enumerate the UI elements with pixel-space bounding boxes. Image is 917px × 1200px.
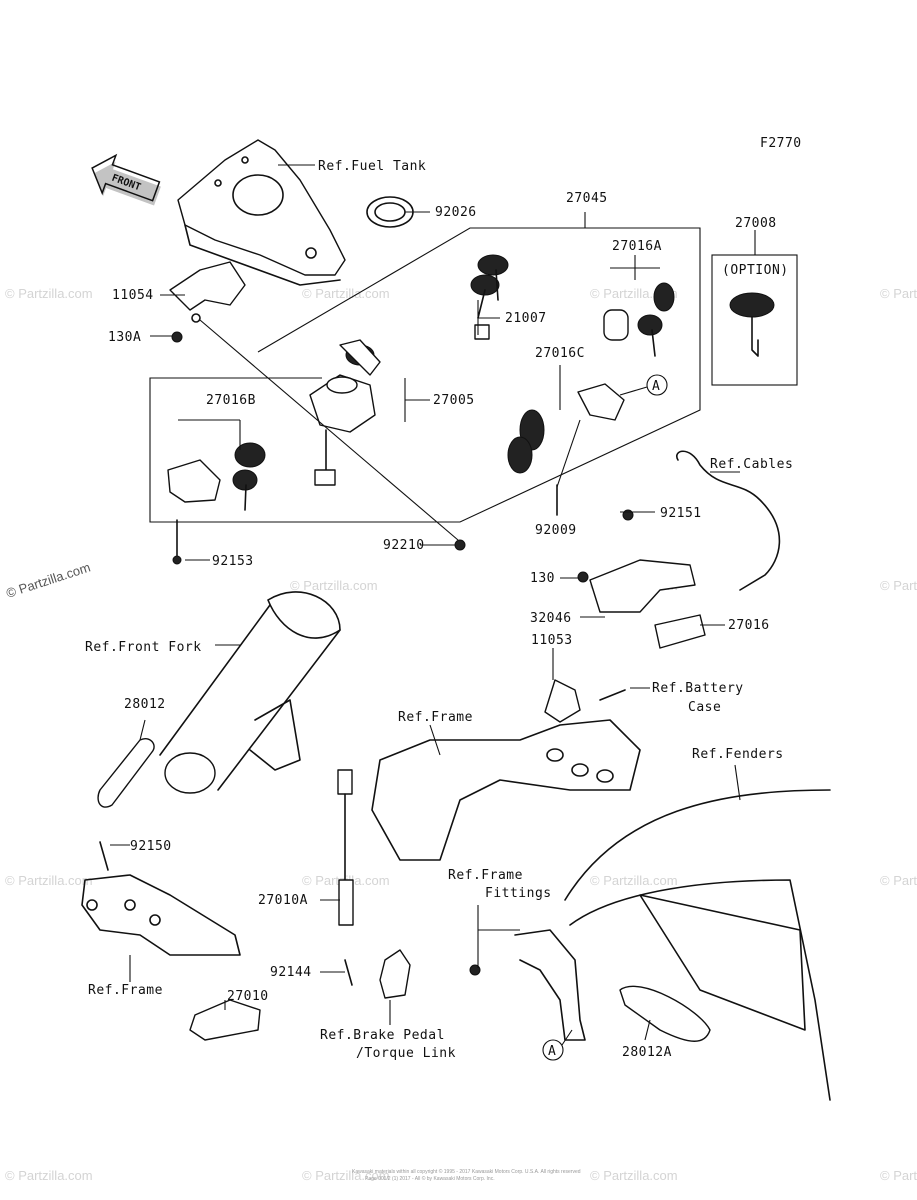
label-option: (OPTION) — [722, 263, 789, 278]
bolt-92210 — [454, 539, 466, 551]
label-ref-fuel-tank: Ref.Fuel Tank — [318, 159, 426, 174]
label-28012A: 28012A — [622, 1045, 672, 1060]
ignition-switch — [309, 339, 381, 486]
label-27005: 27005 — [433, 393, 475, 408]
label-92150: 92150 — [130, 839, 172, 854]
label-11054: 11054 — [112, 288, 154, 303]
label-92144: 92144 — [270, 965, 312, 980]
labels: Ref.Fuel Tank 92026 27045 27008 (OPTION)… — [85, 159, 793, 1061]
front-arrow-icon: FRONT — [91, 153, 161, 206]
frame-lower-left — [81, 841, 241, 956]
label-32046: 32046 — [530, 611, 572, 626]
label-ref-battery: Ref.Battery — [652, 681, 744, 696]
label-130A: 130A — [108, 330, 141, 345]
label-27008: 27008 — [735, 216, 777, 231]
label-27016C: 27016C — [535, 346, 585, 361]
spring-92144 — [344, 959, 353, 986]
label-fittings: Fittings — [485, 886, 552, 901]
keys-21007 — [470, 254, 509, 340]
label-28012: 28012 — [124, 697, 166, 712]
lock-27016A — [603, 282, 675, 357]
watermark: © Partzilla.com — [880, 1168, 917, 1183]
label-torque-link: /Torque Link — [356, 1046, 456, 1061]
watermark: © Partzilla.com — [590, 873, 678, 888]
label-27010A: 27010A — [258, 893, 308, 908]
callout-letter: A — [652, 379, 660, 394]
watermark: © Partzilla.com — [290, 578, 378, 593]
fender — [564, 789, 831, 1101]
label-92151: 92151 — [660, 506, 702, 521]
switch-27010A — [337, 769, 354, 926]
lock-27016C — [507, 383, 625, 474]
leader-lines — [110, 164, 741, 1041]
cable — [676, 450, 781, 591]
label-ref-brake-pedal: Ref.Brake Pedal — [320, 1028, 445, 1043]
figure-code: F2770 — [760, 136, 802, 151]
copyright-line-2: Page 001/2 (1) 2017 - All © by Kawasaki … — [365, 1175, 495, 1182]
label-ref-fenders: Ref.Fenders — [692, 747, 784, 762]
watermark: © Partzilla.com — [880, 578, 917, 593]
watermark: © Partzilla.com — [880, 286, 917, 301]
watermark: © Partzilla.com — [302, 286, 390, 301]
strip-28012A — [619, 985, 711, 1042]
watermark: © Partzilla.com — [880, 873, 917, 888]
label-27016B: 27016B — [206, 393, 256, 408]
label-27016: 27016 — [728, 618, 770, 633]
callout-circle — [542, 1039, 564, 1061]
watermark: © Partzilla.com — [5, 1168, 93, 1183]
watermark-dark: © Partzilla.com — [4, 560, 92, 601]
label-ref-frame-lower: Ref.Frame — [88, 983, 163, 998]
label-92009: 92009 — [535, 523, 577, 538]
label-11053: 11053 — [531, 633, 573, 648]
frame — [371, 719, 641, 861]
callout-letter: A — [548, 1044, 556, 1059]
lock-27016 — [654, 614, 706, 649]
lock-27016B — [167, 442, 266, 511]
brake-pedal — [379, 949, 411, 999]
watermark: © Partzilla.com — [5, 873, 93, 888]
screw — [191, 313, 201, 323]
front-fork — [159, 591, 341, 794]
watermark: © Partzilla.com — [5, 286, 93, 301]
label-92153: 92153 — [212, 554, 254, 569]
callout-circle — [646, 374, 668, 396]
label-ref-frame-fittings: Ref.Frame — [448, 868, 523, 883]
frame-fitting — [514, 929, 586, 1041]
copyright-line-1: Kawasaki materials within all copyright … — [352, 1168, 581, 1175]
label-ref-front-fork: Ref.Front Fork — [85, 640, 202, 655]
switch-27010 — [189, 999, 261, 1041]
option-key-icon — [729, 292, 775, 357]
label-92210: 92210 — [383, 538, 425, 553]
label-27045: 27045 — [566, 191, 608, 206]
label-ref-frame: Ref.Frame — [398, 710, 473, 725]
label-27010: 27010 — [227, 989, 269, 1004]
watermark: © Partzilla.com — [302, 1168, 390, 1183]
label-ref-cables: Ref.Cables — [710, 457, 793, 472]
bracket-11053 — [544, 679, 581, 723]
fuel-tank-cover — [177, 139, 346, 286]
label-ref-battery-case: Case — [688, 700, 721, 715]
kit-boundary — [149, 227, 701, 523]
label-92026: 92026 — [435, 205, 477, 220]
label-130: 130 — [530, 571, 555, 586]
bolt-130A — [171, 331, 183, 343]
bolt-battery — [599, 689, 626, 701]
strip-28012 — [97, 738, 155, 808]
bracket-32046 — [589, 559, 696, 613]
label-21007: 21007 — [505, 311, 547, 326]
label-27016A: 27016A — [612, 239, 662, 254]
watermark: © Partzilla.com — [590, 1168, 678, 1183]
bracket-11054 — [169, 261, 246, 311]
